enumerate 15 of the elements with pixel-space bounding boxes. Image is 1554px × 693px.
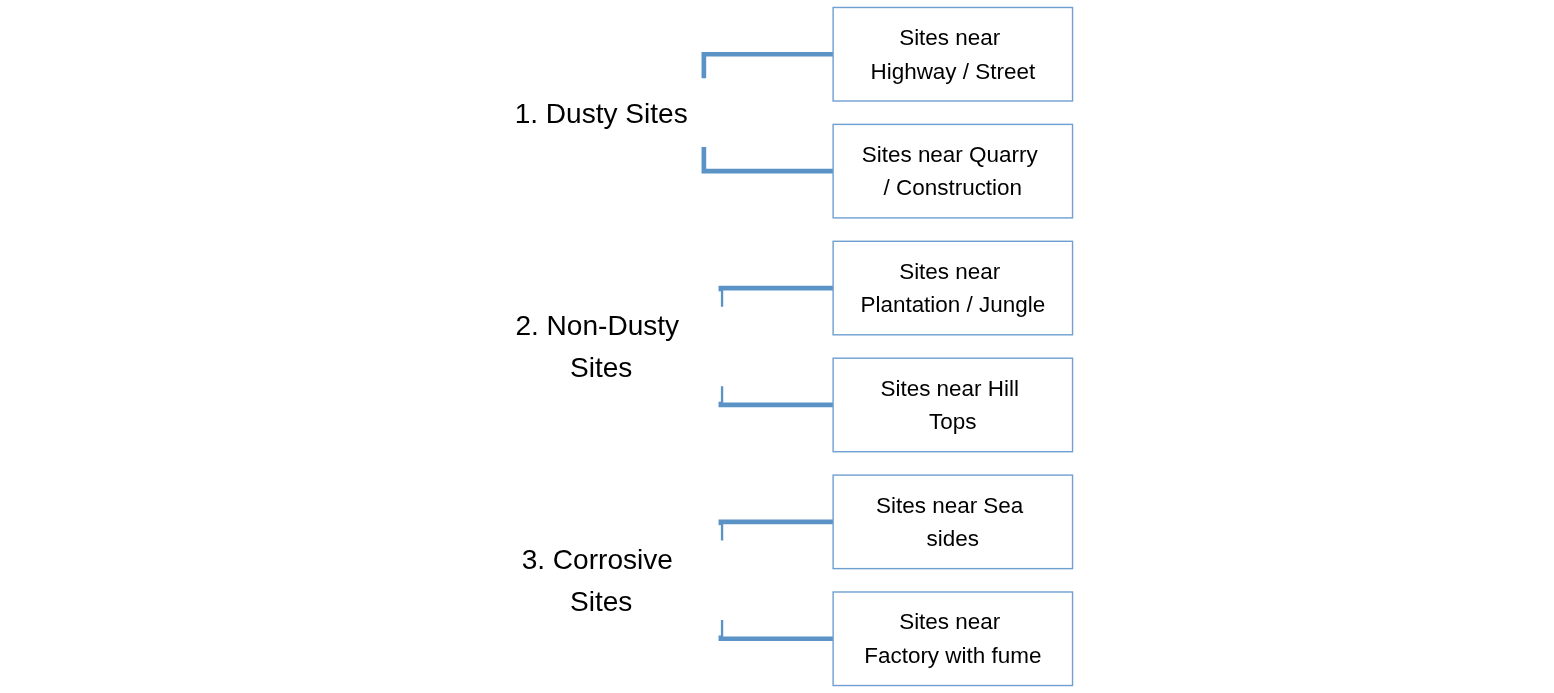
node-text: 3. Corrosive Sites [521, 543, 673, 617]
connector [718, 519, 834, 541]
node-box: Sites near Highway / Street [832, 6, 1074, 102]
node-text: 1. Dusty Sites [514, 97, 688, 129]
node-text: 2. Non-Dusty Sites [515, 310, 680, 383]
node-box: Sites near Hill Tops [832, 357, 1074, 453]
connector [718, 386, 834, 408]
connector [718, 285, 834, 307]
connector [718, 620, 834, 642]
connector [701, 146, 834, 174]
connector [701, 51, 834, 79]
node-box: Sites near Factory with fume [832, 591, 1074, 687]
node-box: Sites near Plantation / Jungle [832, 240, 1074, 336]
node-box: Sites near Quarry / Construction [832, 123, 1074, 219]
node-box: Sites near Sea sides [832, 474, 1074, 570]
